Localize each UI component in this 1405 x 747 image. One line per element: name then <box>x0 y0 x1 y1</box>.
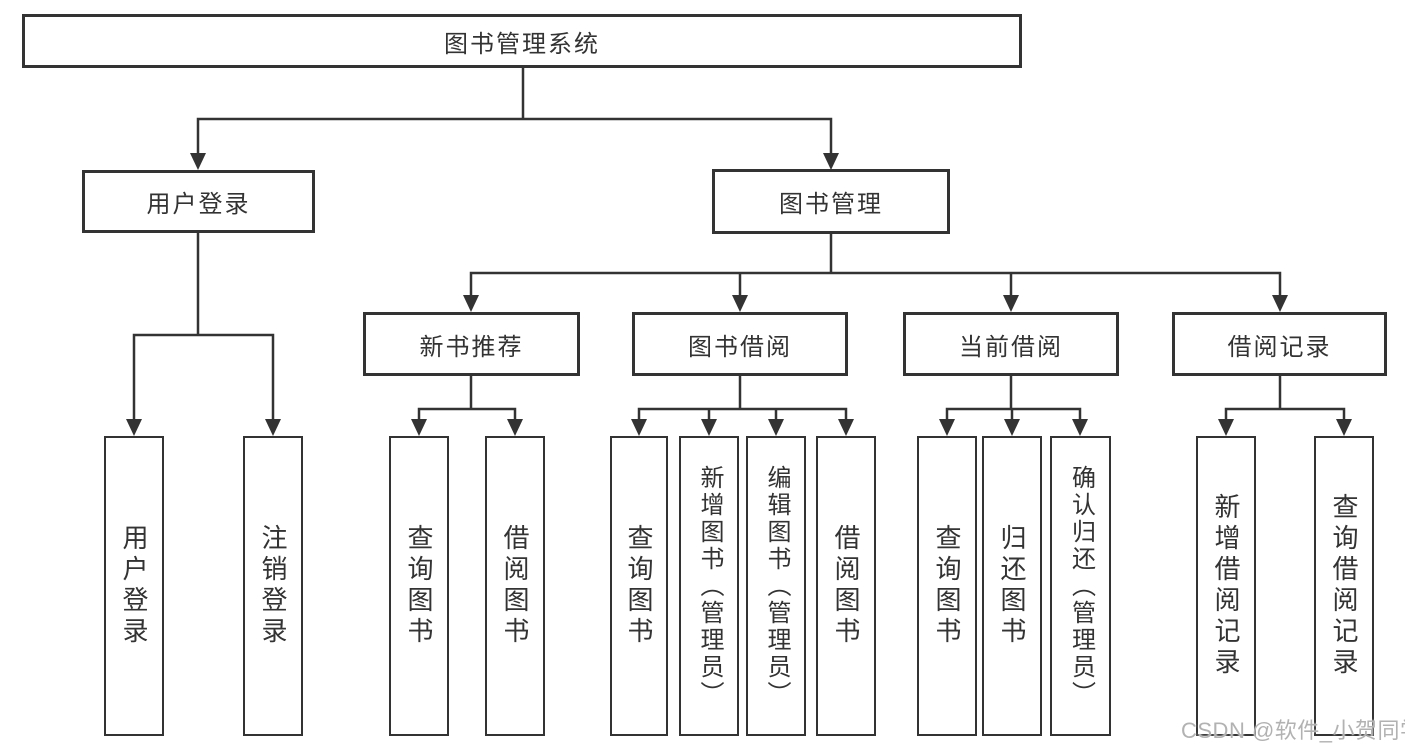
node-book-management: 图书管理 <box>712 169 950 234</box>
leaf-query-books-recommend: 查询图书 <box>389 436 449 736</box>
arrowhead-icon <box>1218 419 1234 436</box>
arrowhead-icon <box>1004 419 1020 436</box>
leaf-confirm-return-admin: 确认归还（管理员） <box>1050 436 1111 736</box>
leaf-borrow-books-recommend: 借阅图书 <box>485 436 545 736</box>
arrowhead-icon <box>732 295 748 312</box>
arrowhead-icon <box>126 419 142 436</box>
arrowhead-icon <box>265 419 281 436</box>
leaf-query-books-borrowing: 查询图书 <box>610 436 668 736</box>
arrowhead-icon <box>838 419 854 436</box>
leaf-user-login: 用户登录 <box>104 436 164 736</box>
arrowhead-icon <box>463 295 479 312</box>
node-book-borrowing: 图书借阅 <box>632 312 848 376</box>
leaf-add-borrow-record: 新增借阅记录 <box>1196 436 1256 736</box>
arrowhead-icon <box>631 419 647 436</box>
arrowhead-icons <box>126 153 1352 436</box>
leaf-query-borrow-record: 查询借阅记录 <box>1314 436 1374 736</box>
connector-path <box>132 66 1346 424</box>
node-current-borrowing: 当前借阅 <box>903 312 1119 376</box>
node-user-login: 用户登录 <box>82 170 315 233</box>
node-root: 图书管理系统 <box>22 14 1022 68</box>
arrowhead-icon <box>939 419 955 436</box>
leaf-edit-book-admin: 编辑图书（管理员） <box>746 436 806 736</box>
arrowhead-icon <box>768 419 784 436</box>
arrowhead-icon <box>1272 295 1288 312</box>
arrowhead-icon <box>701 419 717 436</box>
node-new-book-recommend: 新书推荐 <box>363 312 580 376</box>
leaf-query-books-current: 查询图书 <box>917 436 977 736</box>
arrowhead-icon <box>507 419 523 436</box>
arrowhead-icon <box>1003 295 1019 312</box>
leaf-borrow-books-borrowing: 借阅图书 <box>816 436 876 736</box>
leaf-logout: 注销登录 <box>243 436 303 736</box>
arrowhead-icon <box>411 419 427 436</box>
node-borrowing-records: 借阅记录 <box>1172 312 1387 376</box>
csdn-watermark: CSDN @软件_小贺同学 <box>1181 718 1405 743</box>
arrowhead-icon <box>1072 419 1088 436</box>
arrowhead-icon <box>1336 419 1352 436</box>
leaf-add-book-admin: 新增图书（管理员） <box>679 436 739 736</box>
arrowhead-icon <box>823 153 839 170</box>
arrowhead-icon <box>190 153 206 170</box>
leaf-return-books: 归还图书 <box>982 436 1042 736</box>
